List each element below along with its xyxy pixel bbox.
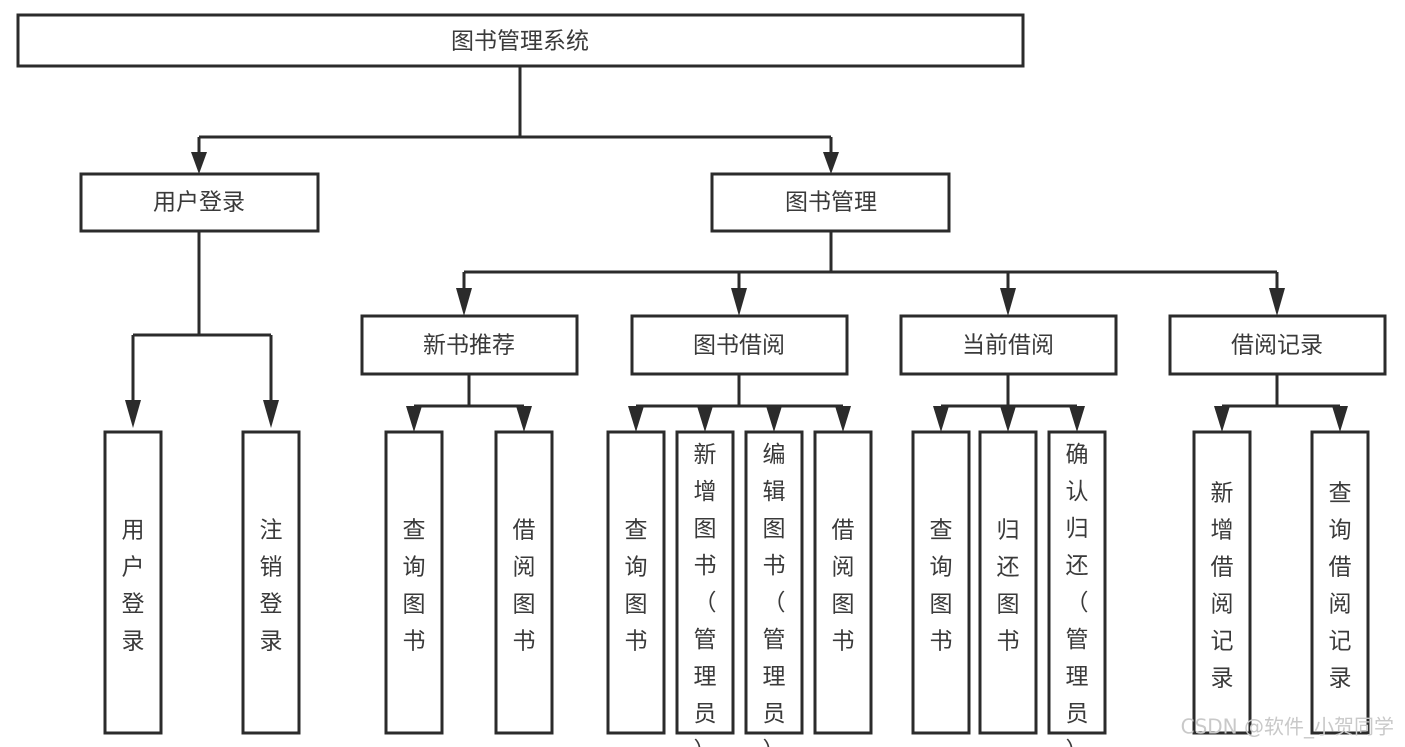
- arrow-head-leaf-bb-1: [697, 406, 713, 432]
- leaf-bb-edit-book-box[interactable]: [744, 430, 804, 735]
- leaf-node-user-login-logout[interactable]: 注销登录: [241, 430, 301, 735]
- leaf-node-cb-query-book[interactable]: 查询图书: [911, 430, 971, 735]
- leaf-bb-borrow-book-label: 借阅图书: [832, 517, 855, 654]
- leaf-cb-query-book-label: 查询图书: [930, 517, 953, 654]
- node-user-login-label: 用户登录: [153, 190, 245, 216]
- leaf-cb-query-book-box[interactable]: [911, 430, 971, 735]
- connector-group-new-book-recommend: [406, 374, 532, 432]
- node-root-label: 图书管理系统: [451, 29, 589, 55]
- arrow-head-current-borrow: [1000, 288, 1016, 316]
- node-book-management[interactable]: 图书管理: [710, 172, 951, 233]
- arrow-head-new-book-recommend: [456, 288, 472, 316]
- node-new-book-recommend-box[interactable]: [360, 314, 579, 376]
- connector-group-current-borrow: [933, 374, 1085, 432]
- leaf-node-br-add-record[interactable]: 新增借阅记录: [1192, 430, 1252, 735]
- node-book-management-box[interactable]: [710, 172, 951, 233]
- leaf-nbr-borrow-book-box[interactable]: [494, 430, 554, 735]
- arrow-head-leaf-cb-0: [933, 406, 949, 432]
- leaf-node-user-login-login[interactable]: 用户登录: [103, 430, 163, 735]
- node-book-borrow-box[interactable]: [630, 314, 849, 376]
- arrow-head-leaf-cb-2: [1069, 406, 1085, 432]
- leaf-bb-borrow-book-box[interactable]: [813, 430, 873, 735]
- leaf-bb-add-book-box[interactable]: [675, 430, 735, 735]
- leaf-cb-return-book-label: 归还图书: [997, 517, 1020, 654]
- leaf-br-query-record-label: 查询借阅记录: [1329, 480, 1352, 691]
- arrow-head-leaf-nbr-0: [406, 406, 422, 432]
- node-root-book-management-system[interactable]: 图书管理系统: [16, 13, 1025, 68]
- leaf-node-cb-confirm-return[interactable]: 确认归还（管理员）: [1047, 430, 1107, 747]
- leaf-user-login-logout-label: 注销登录: [260, 517, 283, 654]
- node-book-borrow-label: 图书借阅: [693, 333, 785, 359]
- node-new-book-recommend[interactable]: 新书推荐: [360, 314, 579, 376]
- arrow-head-borrow-record: [1269, 288, 1285, 316]
- arrow-head-leaf-user-login-1: [263, 400, 279, 428]
- node-book-management-label: 图书管理: [785, 190, 877, 216]
- arrow-head-leaf-bb-3: [835, 406, 851, 432]
- leaf-br-query-record-box[interactable]: [1310, 430, 1370, 735]
- arrow-head-leaf-br-1: [1332, 406, 1348, 432]
- leaf-node-nbr-borrow-book[interactable]: 借阅图书: [494, 430, 554, 735]
- leaf-node-nbr-query-book[interactable]: 查询图书: [384, 430, 444, 735]
- leaf-node-bb-edit-book[interactable]: 编辑图书（管理员）: [744, 430, 804, 747]
- node-borrow-record-label: 借阅记录: [1231, 333, 1323, 359]
- connector-group-borrow-record: [1214, 374, 1348, 432]
- arrow-head-leaf-cb-1: [1000, 406, 1016, 432]
- leaf-user-login-login-label: 用户登录: [122, 517, 145, 654]
- leaf-user-login-login-box[interactable]: [103, 430, 163, 735]
- leaf-bb-query-book-label: 查询图书: [625, 517, 648, 654]
- leaf-nbr-borrow-book-label: 借阅图书: [513, 517, 536, 654]
- leaf-user-login-logout-box[interactable]: [241, 430, 301, 735]
- arrow-head-leaf-br-0: [1214, 406, 1230, 432]
- connector-group-book-manage: [456, 231, 1285, 316]
- node-user-login-box[interactable]: [79, 172, 320, 233]
- connector-group-root: [191, 66, 839, 174]
- arrow-head-book-borrow: [731, 288, 747, 316]
- leaf-bb-edit-book-label: 编辑图书（管理员）: [763, 442, 786, 747]
- arrow-head-leaf-user-login-0: [125, 400, 141, 428]
- arrow-head-user-login: [191, 152, 207, 174]
- leaf-cb-confirm-return-box[interactable]: [1047, 430, 1107, 735]
- node-current-borrow[interactable]: 当前借阅: [899, 314, 1118, 376]
- leaf-node-bb-add-book[interactable]: 新增图书（管理员）: [675, 430, 735, 747]
- leaf-bb-query-book-box[interactable]: [606, 430, 666, 735]
- node-root-box[interactable]: [16, 13, 1025, 68]
- node-current-borrow-box[interactable]: [899, 314, 1118, 376]
- leaf-br-add-record-label: 新增借阅记录: [1211, 480, 1234, 691]
- leaf-cb-return-book-box[interactable]: [978, 430, 1038, 735]
- connector-group-user-login: [125, 231, 279, 428]
- leaf-nbr-query-book-label: 查询图书: [403, 517, 426, 654]
- arrow-head-leaf-bb-0: [628, 406, 644, 432]
- node-borrow-record[interactable]: 借阅记录: [1168, 314, 1387, 376]
- leaf-node-cb-return-book[interactable]: 归还图书: [978, 430, 1038, 735]
- leaf-cb-confirm-return-label: 确认归还（管理员）: [1066, 442, 1089, 747]
- csdn-watermark: CSDN @软件_小贺同学: [1181, 715, 1394, 739]
- node-new-book-recommend-label: 新书推荐: [423, 333, 515, 359]
- leaf-node-bb-borrow-book[interactable]: 借阅图书: [813, 430, 873, 735]
- arrow-head-leaf-nbr-1: [516, 406, 532, 432]
- node-current-borrow-label: 当前借阅: [962, 333, 1054, 359]
- node-book-borrow[interactable]: 图书借阅: [630, 314, 849, 376]
- arrow-head-leaf-bb-2: [766, 406, 782, 432]
- leaf-node-br-query-record[interactable]: 查询借阅记录: [1310, 430, 1370, 735]
- leaf-br-add-record-box[interactable]: [1192, 430, 1252, 735]
- connector-group-book-borrow: [628, 374, 851, 432]
- node-user-login[interactable]: 用户登录: [79, 172, 320, 233]
- leaf-node-bb-query-book[interactable]: 查询图书: [606, 430, 666, 735]
- arrow-head-book-manage: [823, 152, 839, 174]
- node-borrow-record-box[interactable]: [1168, 314, 1387, 376]
- leaf-nbr-query-book-box[interactable]: [384, 430, 444, 735]
- leaf-bb-add-book-label: 新增图书（管理员）: [694, 442, 717, 747]
